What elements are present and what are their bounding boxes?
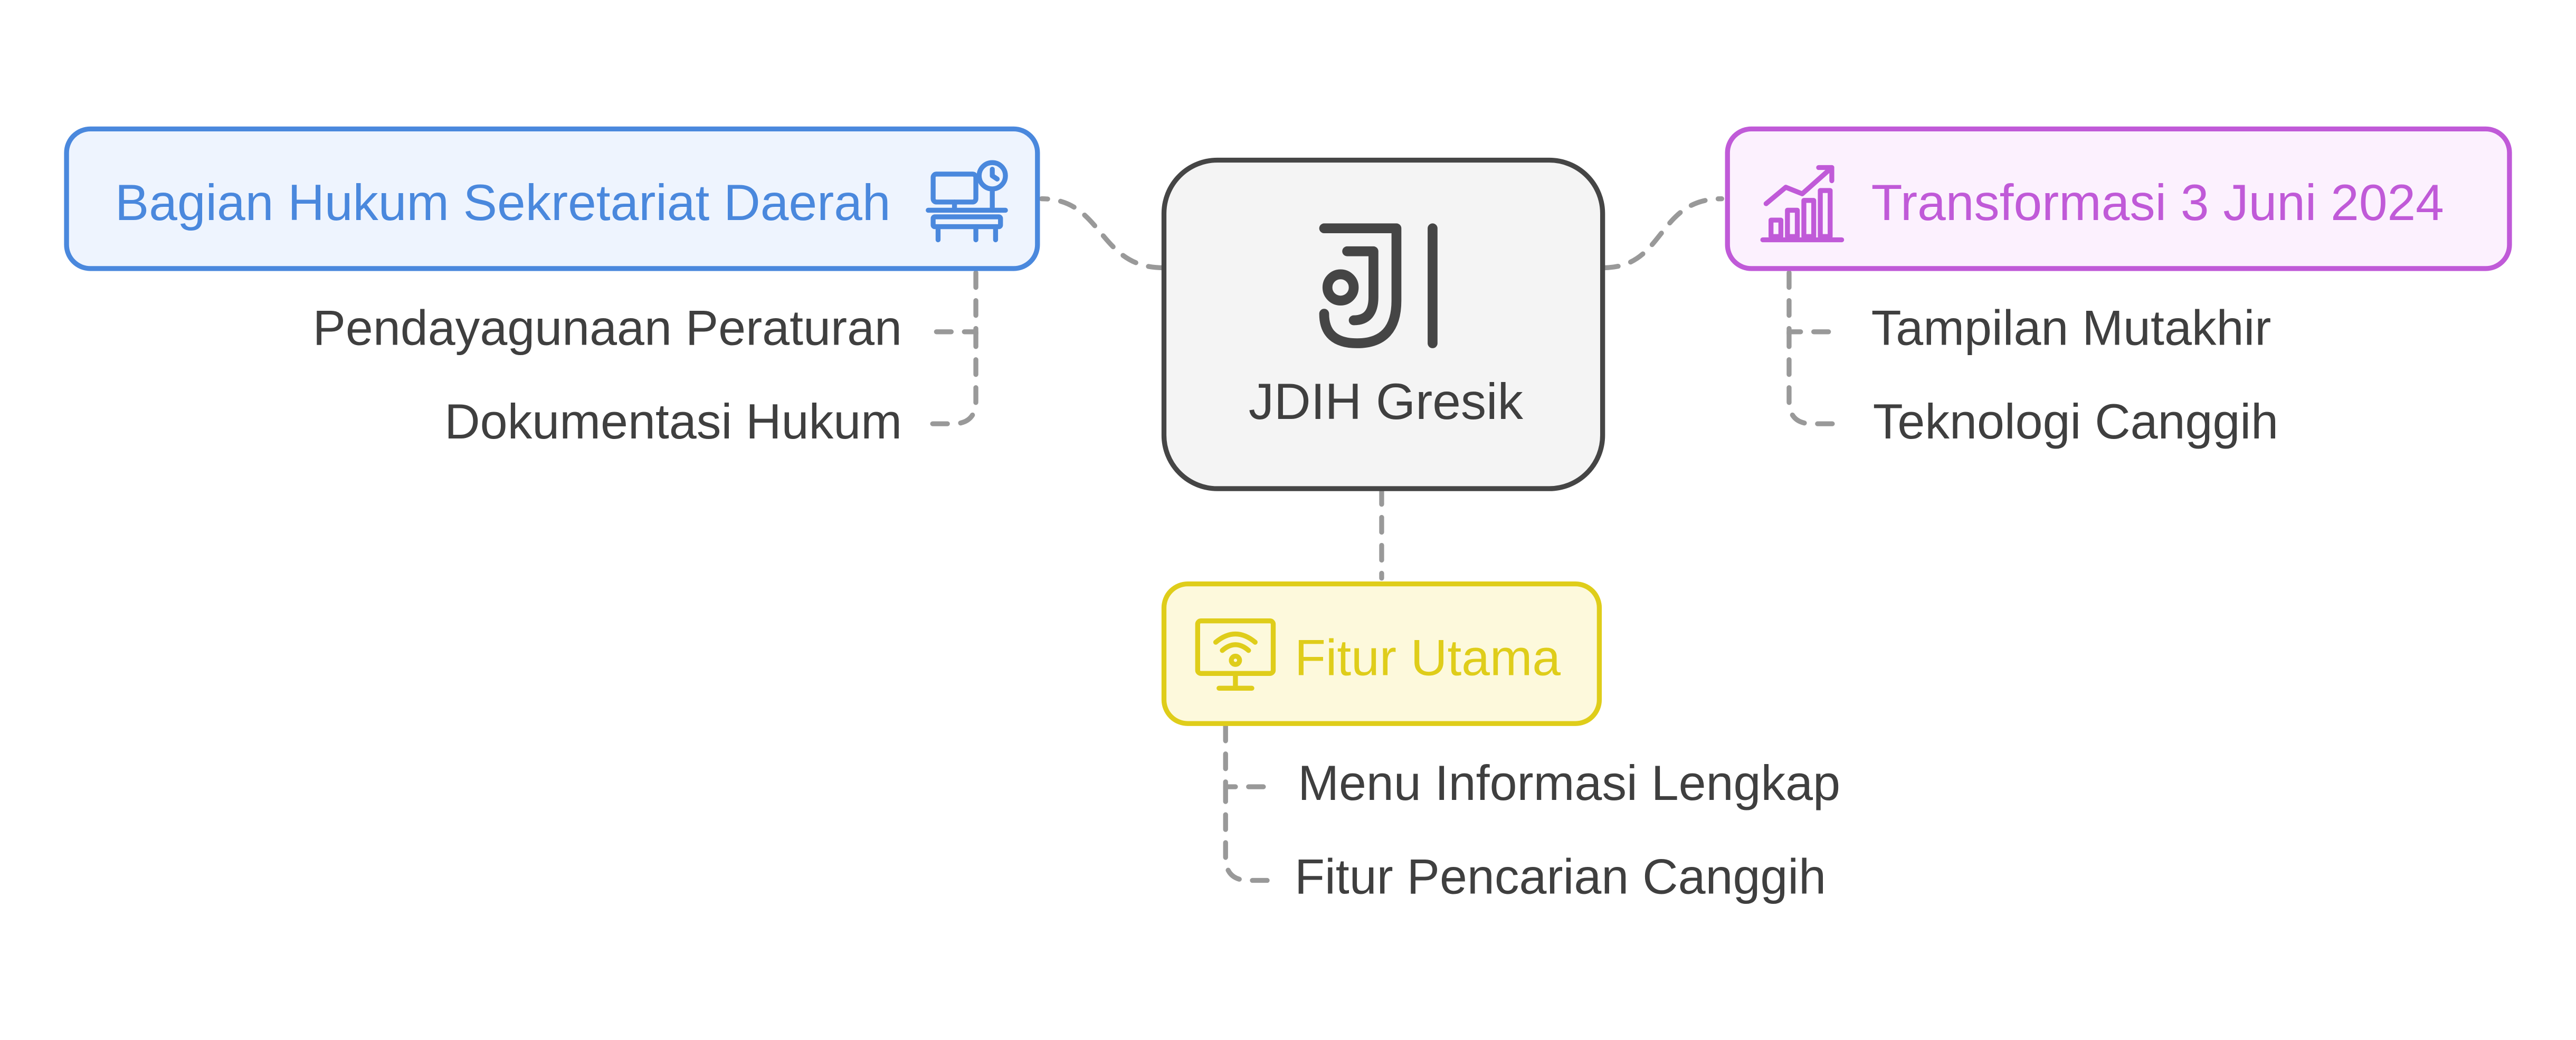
node-center-label: JDIH Gresik	[1248, 373, 1523, 431]
leaf-menu-informasi-lengkap: Menu Informasi Lengkap	[1298, 757, 1841, 812]
wifi-monitor-icon	[1195, 618, 1276, 691]
office-desk-clock-icon	[926, 160, 1008, 243]
node-fitur-utama: Fitur Utama	[1161, 581, 1602, 726]
leaf-pendayagunaan-peraturan: Pendayagunaan Peraturan	[312, 302, 902, 357]
growth-chart-icon	[1760, 165, 1845, 243]
node-bagian-hukum-label: Bagian Hukum Sekretariat Daerah	[115, 174, 891, 232]
node-transformasi: Transformasi 3 Juni 2024	[1725, 126, 2512, 271]
leaf-dokumentasi-hukum: Dokumentasi Hukum	[444, 396, 902, 450]
connector-bottom-item-1	[1223, 723, 1278, 789]
leaf-teknologi-canggih: Teknologi Canggih	[1872, 396, 2279, 450]
node-transformasi-label: Transformasi 3 Juni 2024	[1871, 174, 2444, 232]
connector-center-left	[1039, 196, 1166, 271]
connector-bottom-item-2	[1223, 784, 1278, 883]
leaf-fitur-pencarian-canggih: Fitur Pencarian Canggih	[1294, 851, 1827, 905]
node-fitur-utama-label: Fitur Utama	[1294, 629, 1561, 687]
node-center-jdih: JDIH Gresik	[1161, 157, 1605, 491]
leaf-tampilan-mutakhir: Tampilan Mutakhir	[1871, 302, 2271, 357]
node-bagian-hukum: Bagian Hukum Sekretariat Daerah	[64, 126, 1040, 271]
connector-right-item-2	[1786, 329, 1843, 426]
connector-right-item-1	[1786, 270, 1843, 335]
connector-left-item-2	[927, 329, 978, 426]
connector-center-right	[1601, 196, 1724, 271]
connector-left-item-1	[927, 270, 978, 335]
jdih-logo-icon	[1319, 223, 1438, 348]
